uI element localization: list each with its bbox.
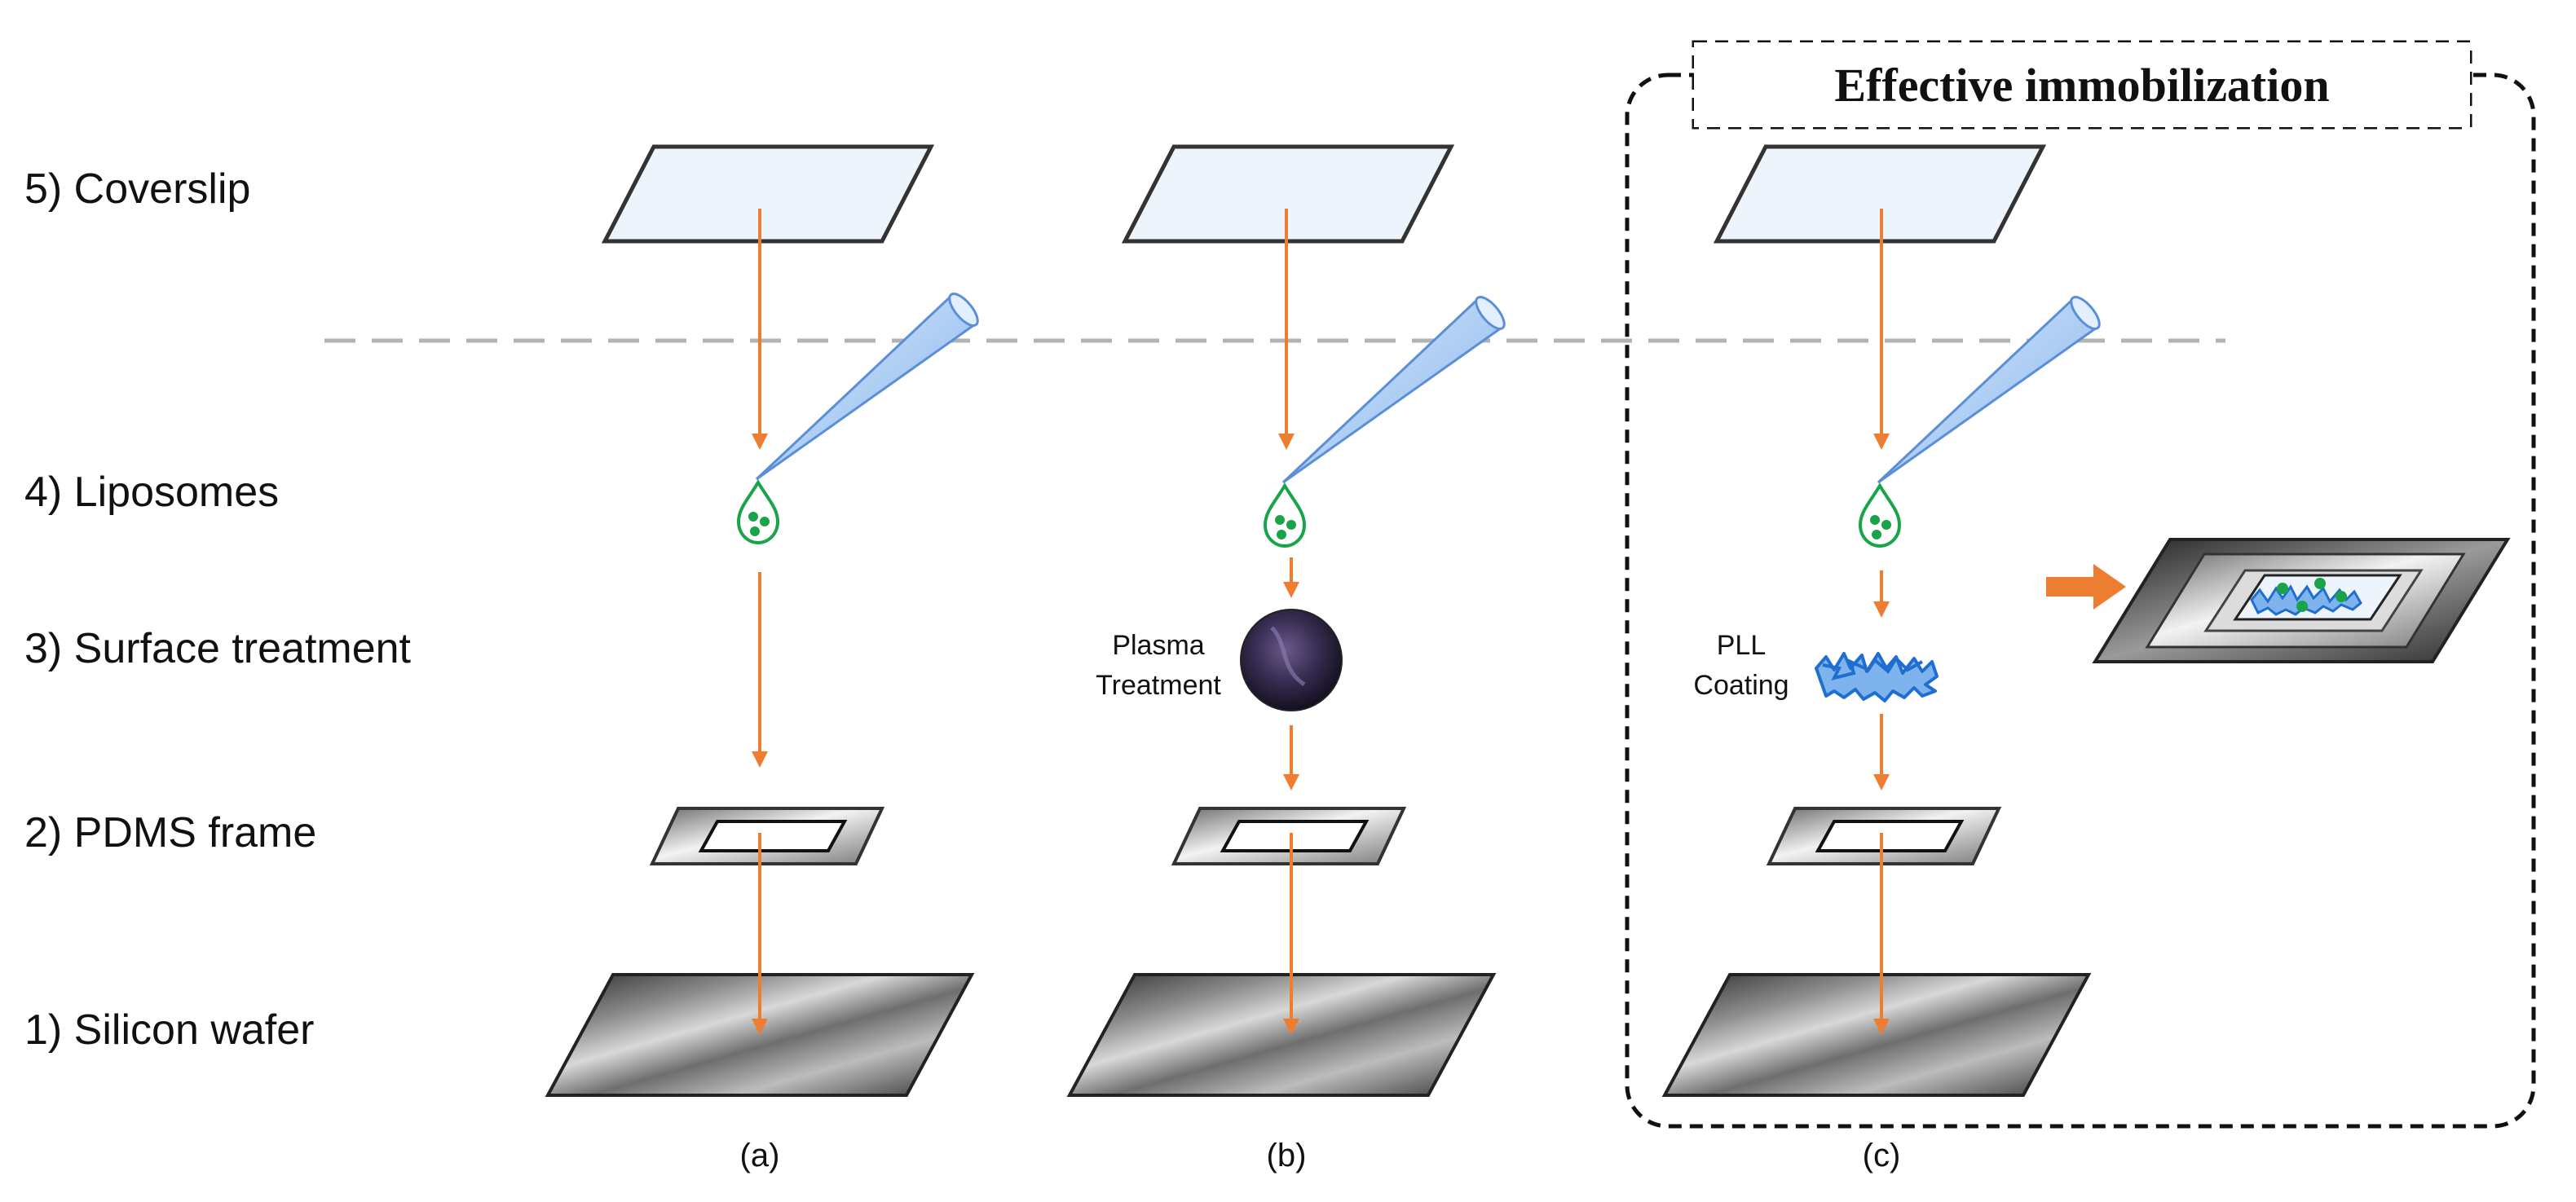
pll-label-line1: PLL [1716,630,1767,661]
silicon-wafer [1661,973,2092,1097]
liposome [748,512,758,522]
liposome [1881,520,1891,530]
liposome [1275,515,1285,525]
silicon-wafer [1066,973,1497,1097]
column-label-b: (b) [1266,1138,1307,1173]
pll-label-line2: Coating [1693,670,1789,702]
column-b [1066,144,1506,1097]
pipette-opening [2070,296,2101,330]
immobilized-liposome [2336,591,2347,602]
pdms-frame-window [1815,820,1965,852]
pipette-tip [1877,296,2099,484]
pipette-tip [1281,296,1504,484]
row-label-pdms-frame: 2) PDMS frame [24,809,317,856]
plasma-treatment-label: Plasma Treatment [1081,626,1236,707]
immobilized-liposome [2277,583,2288,594]
column-a [545,144,979,1097]
immobilized-liposome [2314,578,2326,589]
liposome [750,526,760,536]
result-arrow [2046,564,2126,610]
plasma-label-line1: Plasma [1112,630,1205,661]
pdms-frame-window [698,820,848,852]
pipette-tip [755,293,977,481]
row-label-silicon-wafer: 1) Silicon wafer [24,1006,315,1054]
liposome [760,517,770,526]
row-label-surface-treatment: 3) Surface treatment [24,625,411,672]
plasma-glow [1270,626,1306,687]
coverslip-plate [1713,144,2047,244]
plasma-label-line2: Treatment [1096,670,1221,702]
coverslip-plate [1121,144,1455,244]
coverslip-plate [601,144,935,244]
pll-coating-label: PLL Coating [1676,626,1806,707]
pll-coating [1815,652,1939,702]
row-label-coverslip: 5) Coverslip [24,165,251,213]
highlight-title: Effective immobilization [1694,42,2470,127]
column-c [1661,144,2511,1097]
liposome [1870,515,1880,525]
liposome-droplet [1263,482,1307,548]
liposome [1872,530,1881,539]
liposome [1277,530,1286,539]
liposome [1286,520,1296,530]
column-label-c: (c) [1862,1138,1901,1173]
pll-strands [1822,655,1923,680]
immobilized-liposome [2296,601,2308,612]
pipette-opening [948,293,979,327]
assembled-pll [2250,584,2362,616]
column-label-a: (a) [739,1138,780,1173]
liposome-droplet [736,479,780,545]
silicon-wafer [545,973,975,1097]
pipette-opening [1475,296,1506,330]
liposome-droplet [1858,482,1902,548]
plasma-sphere [1240,609,1343,711]
row-label-liposomes: 4) Liposomes [24,469,280,516]
pdms-frame-window [1220,820,1370,852]
